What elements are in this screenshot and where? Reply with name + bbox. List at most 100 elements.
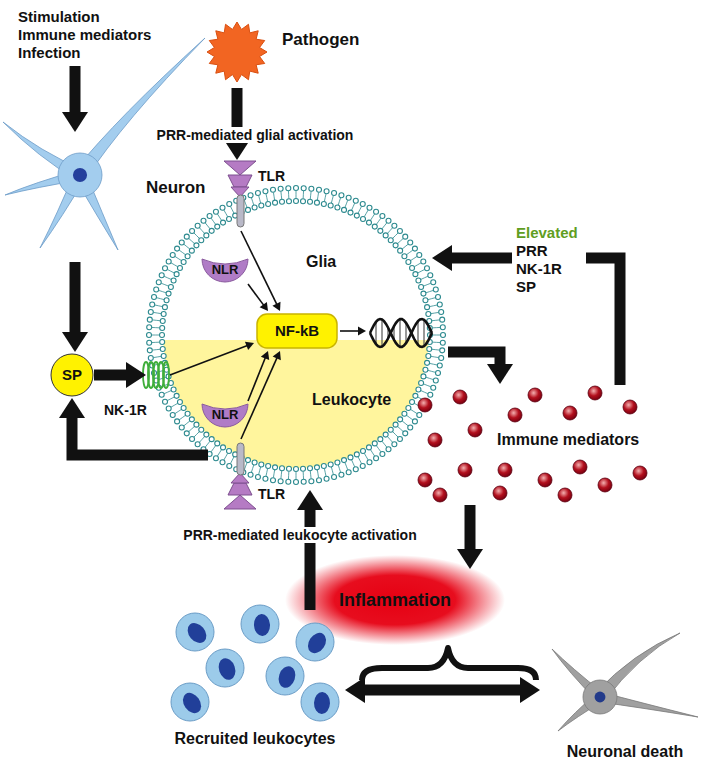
text-slot: SP <box>50 353 94 397</box>
lipid-head <box>259 462 264 467</box>
lipid-tail <box>303 475 304 479</box>
lipid-head <box>278 479 283 484</box>
lipid-head <box>425 305 430 310</box>
lipid-head <box>314 200 319 205</box>
text-slot: Glia <box>306 253 336 271</box>
lipid-head <box>353 198 358 203</box>
lipid-head <box>360 463 365 468</box>
lipid-tail <box>157 356 161 358</box>
lipid-head <box>294 186 299 191</box>
lipid-tail <box>171 405 174 407</box>
text-slot: Pathogen <box>282 30 359 50</box>
lipid-head <box>185 254 190 259</box>
lipid-tail <box>366 210 368 213</box>
lipid-tail <box>182 415 185 417</box>
lipid-tail <box>364 453 366 456</box>
neuron-soma <box>58 153 102 197</box>
nlr-node: NLR <box>198 398 252 432</box>
tlr-part <box>228 175 252 187</box>
lipid-head <box>412 246 417 251</box>
text-slot: Immune mediators <box>497 431 639 449</box>
connector-arrow <box>224 88 250 160</box>
label-slot: SP <box>512 278 586 296</box>
lipid-head <box>412 419 417 424</box>
arrow-head <box>261 351 269 360</box>
lipid-tail <box>393 236 396 239</box>
lipid-tail <box>436 342 440 343</box>
lipid-head <box>286 479 291 484</box>
mediator-dot <box>528 388 542 402</box>
connector-line <box>465 505 476 550</box>
nlr-shape <box>202 404 248 427</box>
lipid-tail <box>437 335 441 336</box>
connector-line <box>248 284 264 305</box>
lipid-head <box>148 355 153 360</box>
lipid-tail <box>174 403 177 405</box>
lipid-tail <box>338 465 339 469</box>
lipid-head <box>179 425 184 430</box>
lipid-head <box>386 447 391 452</box>
lipid-head <box>199 238 204 243</box>
text-slot: NF-kB <box>256 313 338 349</box>
lipid-head <box>147 317 152 322</box>
lipid-head <box>433 378 438 383</box>
lipid-head <box>383 432 388 437</box>
mediator-dot <box>588 386 602 400</box>
node-label: Leukocyte <box>312 391 391 409</box>
lipid-head <box>410 400 415 405</box>
text-label: TLR <box>258 168 285 184</box>
nk1r-receptor <box>143 362 169 388</box>
lipid-tail <box>338 201 339 205</box>
mediator-dot <box>598 478 612 492</box>
lipid-tail <box>407 252 410 254</box>
lipid-tail <box>345 463 346 467</box>
lipid-head <box>388 238 393 243</box>
lipid-tail <box>436 319 440 320</box>
stimulus-arrow-head <box>62 112 88 132</box>
lipid-tail <box>187 421 190 423</box>
dna-rung <box>375 322 376 344</box>
lipid-tail <box>152 349 156 350</box>
lipid-head <box>252 460 257 465</box>
arrow-head <box>520 677 540 703</box>
lipid-tail <box>430 378 434 379</box>
leukocyte-cell <box>266 657 304 695</box>
lipid-tail <box>281 471 282 475</box>
lipid-tail <box>411 409 414 411</box>
lipid-tail <box>159 290 163 291</box>
lipid-head <box>354 213 359 218</box>
dots-node: Immune mediators <box>405 385 645 505</box>
lipid-tail <box>155 304 159 306</box>
lipid-head <box>163 266 168 271</box>
text-label: SP <box>516 278 586 296</box>
lipid-tail <box>421 391 425 393</box>
lipid-head <box>372 224 377 229</box>
lipid-head <box>221 220 226 225</box>
lipid-tail <box>192 426 195 429</box>
lipid-head <box>154 287 159 292</box>
lipid-head <box>316 478 321 483</box>
signal-arrow-head <box>245 342 254 350</box>
lipid-head <box>227 463 232 468</box>
lipid-tail <box>431 356 435 358</box>
lipid-head <box>150 302 155 307</box>
lipid-head <box>397 436 402 441</box>
lipid-tail <box>436 349 440 350</box>
nfkb-node: NF-kB <box>256 313 338 349</box>
lipid-tail <box>171 263 174 265</box>
lipid-tail <box>427 283 431 284</box>
dna-rung <box>381 319 382 346</box>
lipid-tail <box>435 312 439 314</box>
lipid-tail <box>432 349 436 350</box>
lipid-tail <box>192 241 195 244</box>
lipid-tail <box>208 226 210 229</box>
lipid-head <box>402 411 407 416</box>
lipid-tail <box>280 191 281 195</box>
lipid-head <box>221 445 226 450</box>
lipid-head <box>160 325 165 330</box>
lipid-tail <box>427 385 431 386</box>
lipid-tail <box>339 198 340 202</box>
lipid-tail <box>364 213 366 216</box>
lipid-head <box>160 333 165 338</box>
